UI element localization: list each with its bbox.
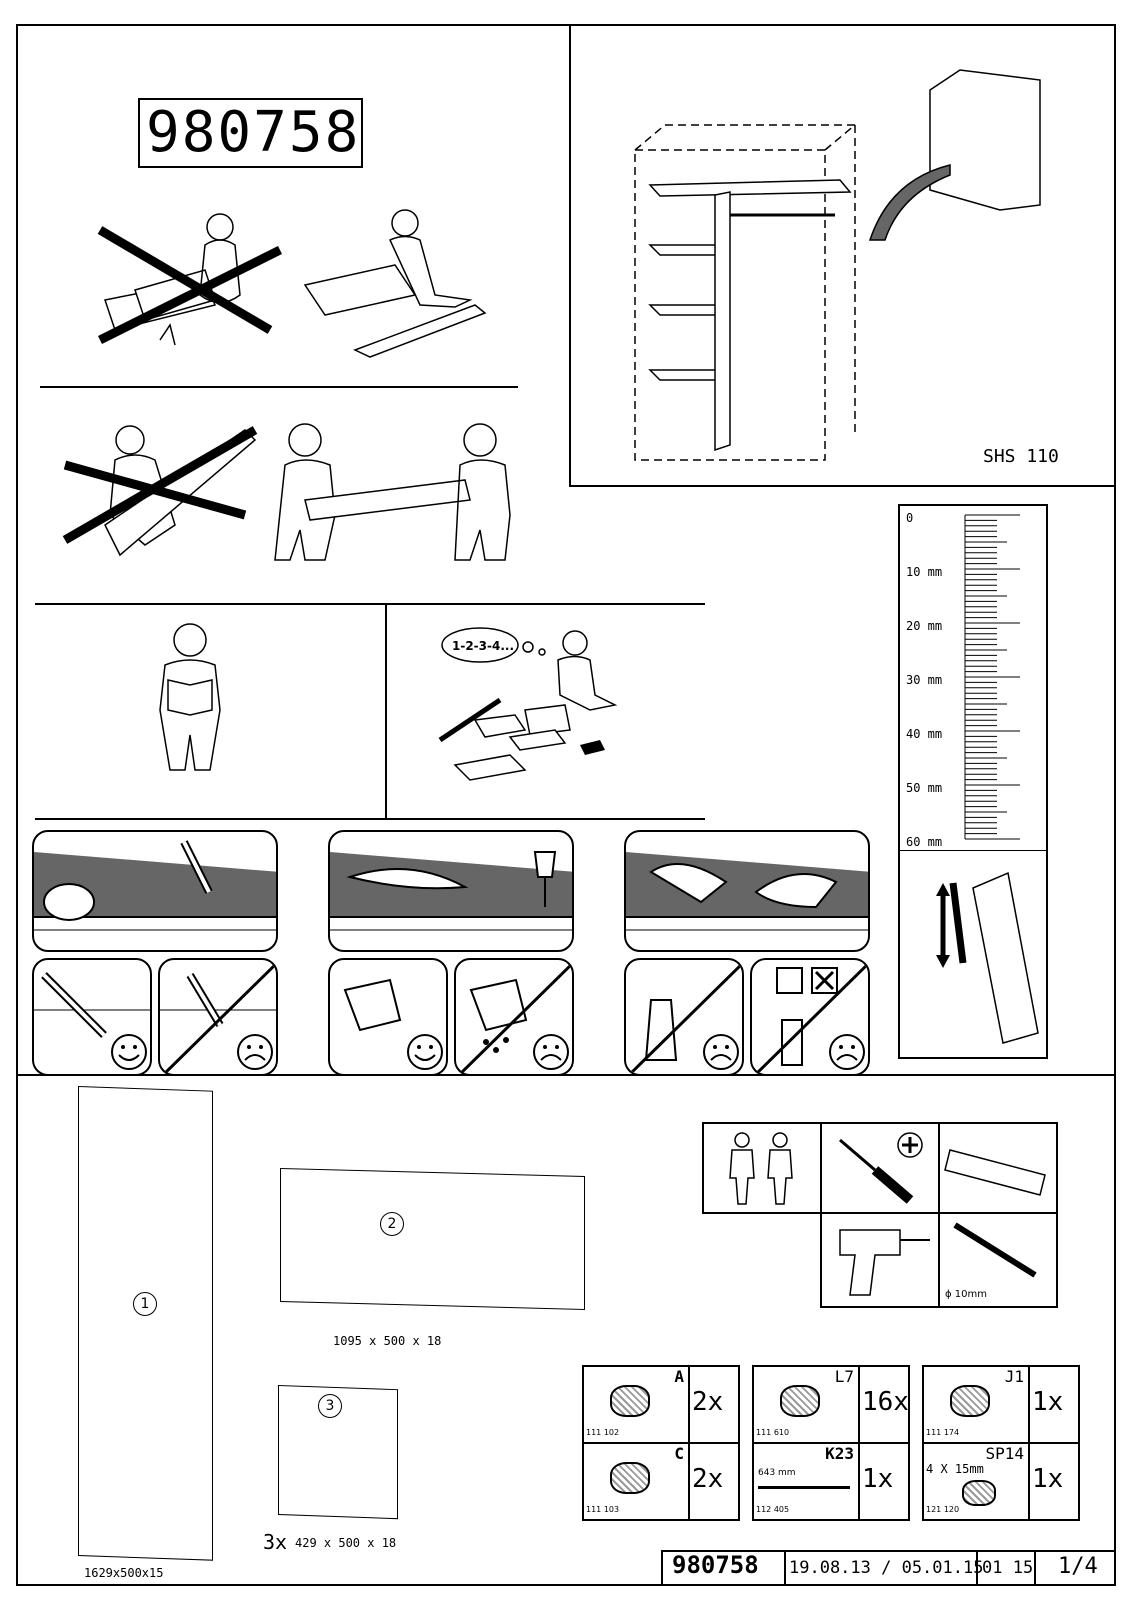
hardware-size: 4 X 15mm xyxy=(926,1462,984,1476)
part-1-panel xyxy=(78,1086,213,1561)
tool-drill-bit xyxy=(938,1212,1058,1308)
hardware-code: K23 xyxy=(825,1444,854,1463)
ruler-divider xyxy=(898,850,1048,851)
screwdriver-icon xyxy=(839,1132,923,1204)
ruler-label: 50 mm xyxy=(906,781,943,795)
hardware-icon xyxy=(610,1385,650,1417)
ruler-label: 40 mm xyxy=(906,727,943,741)
part-2-circle: 2 xyxy=(380,1212,404,1236)
ruler-label: 60 mm xyxy=(906,835,943,849)
wardrobe-corner-illustration xyxy=(868,69,1041,241)
count-parts-illustration: 1-2-3-4... xyxy=(438,627,618,781)
ruler-panel xyxy=(898,504,1048,1059)
care-wipe-panel xyxy=(328,830,574,952)
part-1-circle: 1 xyxy=(133,1292,157,1316)
care-bad-1 xyxy=(158,958,278,1076)
part-1-dimensions: 1629x500x15 xyxy=(84,1566,164,1580)
divider xyxy=(385,603,387,818)
hardware-part-number: 111 174 xyxy=(926,1428,960,1437)
divider xyxy=(35,818,705,820)
hardware-code: J1 xyxy=(1004,1367,1024,1386)
carry-two-people-illustration xyxy=(274,423,511,561)
hardware-icon xyxy=(950,1385,990,1417)
hardware-qty-cell xyxy=(858,1442,910,1521)
ruler-icon xyxy=(944,1149,1046,1196)
footer-dates: 19.08.13 / 05.01.15 xyxy=(789,1558,984,1578)
hardware-qty: 1x xyxy=(1032,1464,1064,1494)
hardware-qty-cell xyxy=(688,1442,740,1521)
ruler-label: 30 mm xyxy=(906,673,943,687)
svg-text:1-2-3-4...: 1-2-3-4... xyxy=(452,639,514,653)
wardrobe-illustration xyxy=(634,124,856,461)
divider xyxy=(40,386,518,388)
panel-divider xyxy=(569,485,1116,487)
article-number-box xyxy=(138,98,363,168)
ruler-label: 10 mm xyxy=(906,565,943,579)
article-number: 980758 xyxy=(146,100,361,165)
hardware-code: C xyxy=(674,1444,684,1463)
care-bad-2 xyxy=(454,958,574,1076)
unpack-right-illustration xyxy=(303,209,487,358)
care-vacuum-panel xyxy=(32,830,278,952)
hardware-icon xyxy=(610,1462,650,1494)
hardware-part-number: 112 405 xyxy=(756,1505,790,1514)
footer-page: 1/4 xyxy=(1058,1554,1098,1579)
hardware-part-number: 111 102 xyxy=(586,1428,620,1437)
part-3-dimensions: 429 x 500 x 18 xyxy=(295,1536,397,1550)
hardware-qty: 16x xyxy=(862,1387,909,1417)
drill-icon xyxy=(839,1229,930,1296)
hardware-code: L7 xyxy=(834,1367,854,1386)
model-label: SHS 110 xyxy=(983,446,1059,467)
section-divider xyxy=(16,1074,1116,1076)
hardware-icon xyxy=(780,1385,820,1417)
hardware-part-number: 111 610 xyxy=(756,1428,790,1437)
care-bad-3 xyxy=(624,958,744,1076)
part-3-circle: 3 xyxy=(318,1394,342,1418)
unpack-wrong-illustration xyxy=(97,213,283,346)
ruler-label: 20 mm xyxy=(906,619,943,633)
hardware-code: A xyxy=(674,1367,684,1386)
hardware-code: SP14 xyxy=(985,1444,1024,1463)
care-bad-4 xyxy=(750,958,870,1076)
panel-divider xyxy=(569,24,571,486)
hardware-part-number: 121 120 xyxy=(926,1505,960,1514)
footer-article: 980758 xyxy=(672,1551,759,1579)
drill-bit-label: ϕ 10mm xyxy=(945,1289,987,1300)
hardware-qty: 2x xyxy=(692,1387,724,1417)
footer-page-cell xyxy=(1034,1550,1116,1586)
page-frame xyxy=(16,24,1116,1586)
hardware-length: 643 mm xyxy=(758,1468,796,1478)
hardware-part-number: 111 103 xyxy=(586,1505,620,1514)
divider xyxy=(35,603,705,605)
footer-version: 01 15 xyxy=(982,1558,1034,1578)
hardware-qty-cell xyxy=(1028,1442,1080,1521)
care-dry-panel xyxy=(624,830,870,952)
screw-measure-icon xyxy=(936,871,1039,1044)
care-good-1 xyxy=(32,958,152,1076)
hardware-icon xyxy=(962,1480,996,1506)
ruler-label: 0 xyxy=(906,511,914,525)
part-2-dimensions: 1095 x 500 x 18 xyxy=(333,1334,442,1348)
read-instructions-illustration xyxy=(159,623,221,771)
hardware-qty: 2x xyxy=(692,1464,724,1494)
hardware-qty: 1x xyxy=(1032,1387,1064,1417)
care-good-2 xyxy=(328,958,448,1076)
drill-bit-icon xyxy=(953,1222,1037,1278)
part-2-panel xyxy=(280,1168,585,1310)
ruler-scale xyxy=(964,514,1020,840)
carry-alone-illustration xyxy=(62,425,258,557)
rail-icon xyxy=(758,1486,850,1489)
hardware-qty: 1x xyxy=(862,1464,894,1494)
two-people-icon xyxy=(729,1132,793,1205)
part-3-quantity: 3x xyxy=(263,1530,288,1554)
